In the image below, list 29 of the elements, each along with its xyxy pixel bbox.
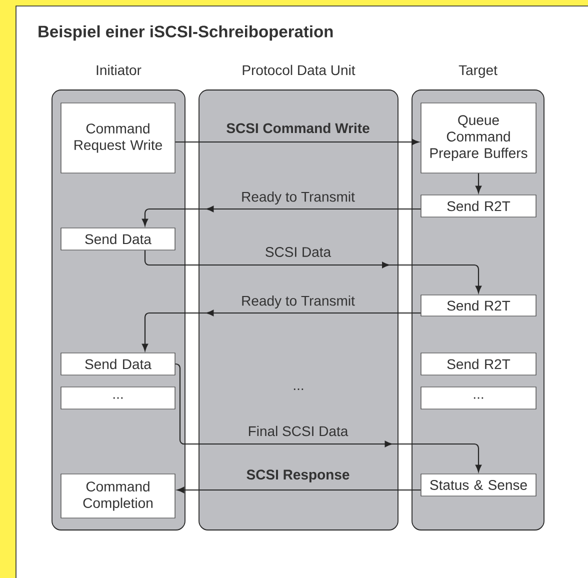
arrow: [142, 310, 421, 352]
process-box: Status & Sense: [420, 474, 536, 496]
lane-heading: Protocol Data Unit: [242, 64, 356, 76]
process-box: ...: [60, 386, 176, 410]
arrow: [475, 173, 482, 194]
process-box: Send Data: [60, 352, 176, 376]
arrow: [142, 206, 421, 226]
edge-label: Ready to Transmit: [242, 295, 355, 309]
diagram-title: Beispiel einer iSCSI-Schreiboperation: [38, 25, 333, 41]
process-box: Send R2T: [420, 294, 536, 316]
lane-heading: Target: [458, 65, 498, 78]
arrow: [175, 363, 482, 472]
edge-label: Ready to Transmit: [242, 191, 355, 205]
ellipsis-text: ...: [294, 388, 304, 390]
process-box: ...: [420, 386, 536, 410]
process-box: Send R2T: [420, 194, 536, 218]
arrow: [176, 486, 421, 494]
lane-heading: Initiator: [96, 64, 142, 76]
process-box: Send Data: [60, 228, 176, 250]
edge-label: Final SCSI Data: [248, 426, 348, 436]
process-box: Queue Command Prepare Buffers: [420, 102, 536, 174]
arrow: [144, 250, 482, 294]
process-box: Send R2T: [420, 352, 536, 376]
edge-label: SCSI Command Write: [226, 122, 370, 134]
process-box: Command Request Write: [60, 102, 176, 174]
process-box: Command Completion: [60, 474, 176, 518]
edge-label: SCSI Data: [266, 247, 332, 257]
edge-label: SCSI Response: [246, 470, 350, 482]
arrow: [175, 138, 420, 146]
